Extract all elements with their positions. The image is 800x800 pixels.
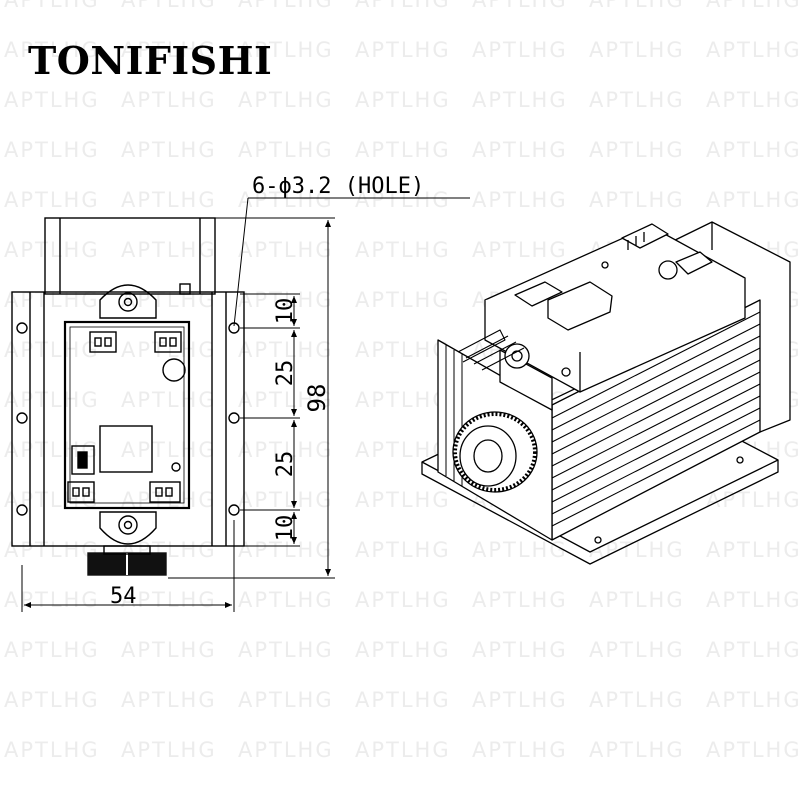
width-dimension: 54 bbox=[110, 584, 137, 609]
front-view bbox=[11, 217, 245, 576]
brand-title: TONIFISHI bbox=[28, 38, 273, 83]
pitch-dim-3: 25 bbox=[273, 451, 298, 478]
driver-pcb bbox=[63, 320, 191, 510]
dimensions bbox=[21, 197, 470, 612]
hole bbox=[16, 322, 28, 334]
top-bracket bbox=[44, 217, 216, 295]
pitch-dim-2: 25 bbox=[273, 360, 298, 387]
hole bbox=[16, 412, 28, 424]
iso-focus-knob bbox=[452, 411, 538, 493]
pitch-dim-4: 10 bbox=[273, 515, 298, 542]
pitch-dim-1: 10 bbox=[273, 298, 298, 325]
hole bbox=[16, 504, 28, 516]
hole-note: 6-ϕ3.2 (HOLE) bbox=[252, 174, 424, 199]
isometric-view bbox=[421, 221, 791, 565]
hole bbox=[228, 504, 240, 516]
height-dimension: 98 bbox=[303, 384, 331, 413]
hole bbox=[228, 412, 240, 424]
